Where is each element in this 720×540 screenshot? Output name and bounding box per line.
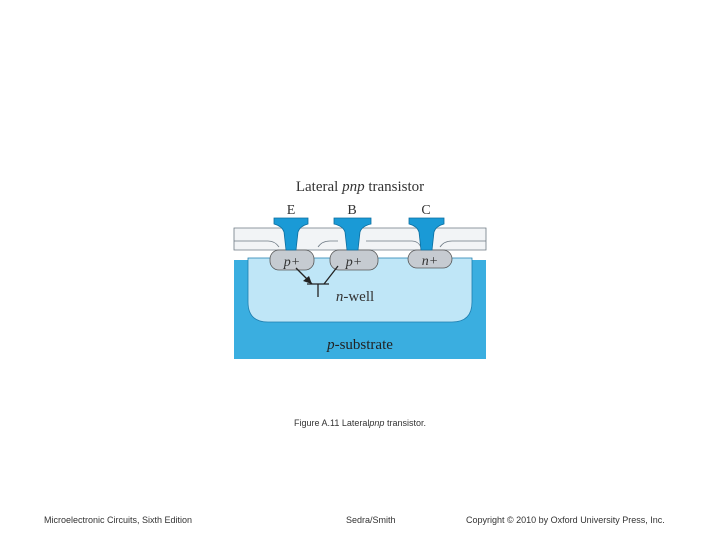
figure-caption: Figure A.11 Lateralpnp transistor. xyxy=(0,418,720,428)
footer-copyright: Copyright © 2010 by Oxford University Pr… xyxy=(466,515,665,525)
n-well xyxy=(247,257,473,323)
oxide-lower-line xyxy=(234,240,486,248)
footer-authors: Sedra/Smith xyxy=(346,515,396,525)
caption-italic: pnp xyxy=(369,418,385,428)
caption-suffix: transistor. xyxy=(384,418,426,428)
base-region-label: p+ xyxy=(345,255,362,270)
collector-region-label: n+ xyxy=(422,254,438,269)
collector-contact xyxy=(408,217,445,251)
emitter-region-label: p+ xyxy=(283,255,300,270)
base-contact xyxy=(333,217,372,251)
footer-book-title: Microelectronic Circuits, Sixth Edition xyxy=(44,515,193,525)
emitter-label: E xyxy=(287,203,296,218)
n-well-label: n-well xyxy=(336,289,374,305)
collector-label: C xyxy=(421,203,430,218)
emitter-contact xyxy=(273,217,309,251)
base-label: B xyxy=(347,203,356,218)
emitter-arrow-icon xyxy=(303,276,312,284)
diagram-title: Lateral pnp transistor xyxy=(296,179,424,195)
caption-prefix: Figure A.11 Lateral xyxy=(294,418,370,428)
p-substrate-label: p-substrate xyxy=(326,337,393,353)
